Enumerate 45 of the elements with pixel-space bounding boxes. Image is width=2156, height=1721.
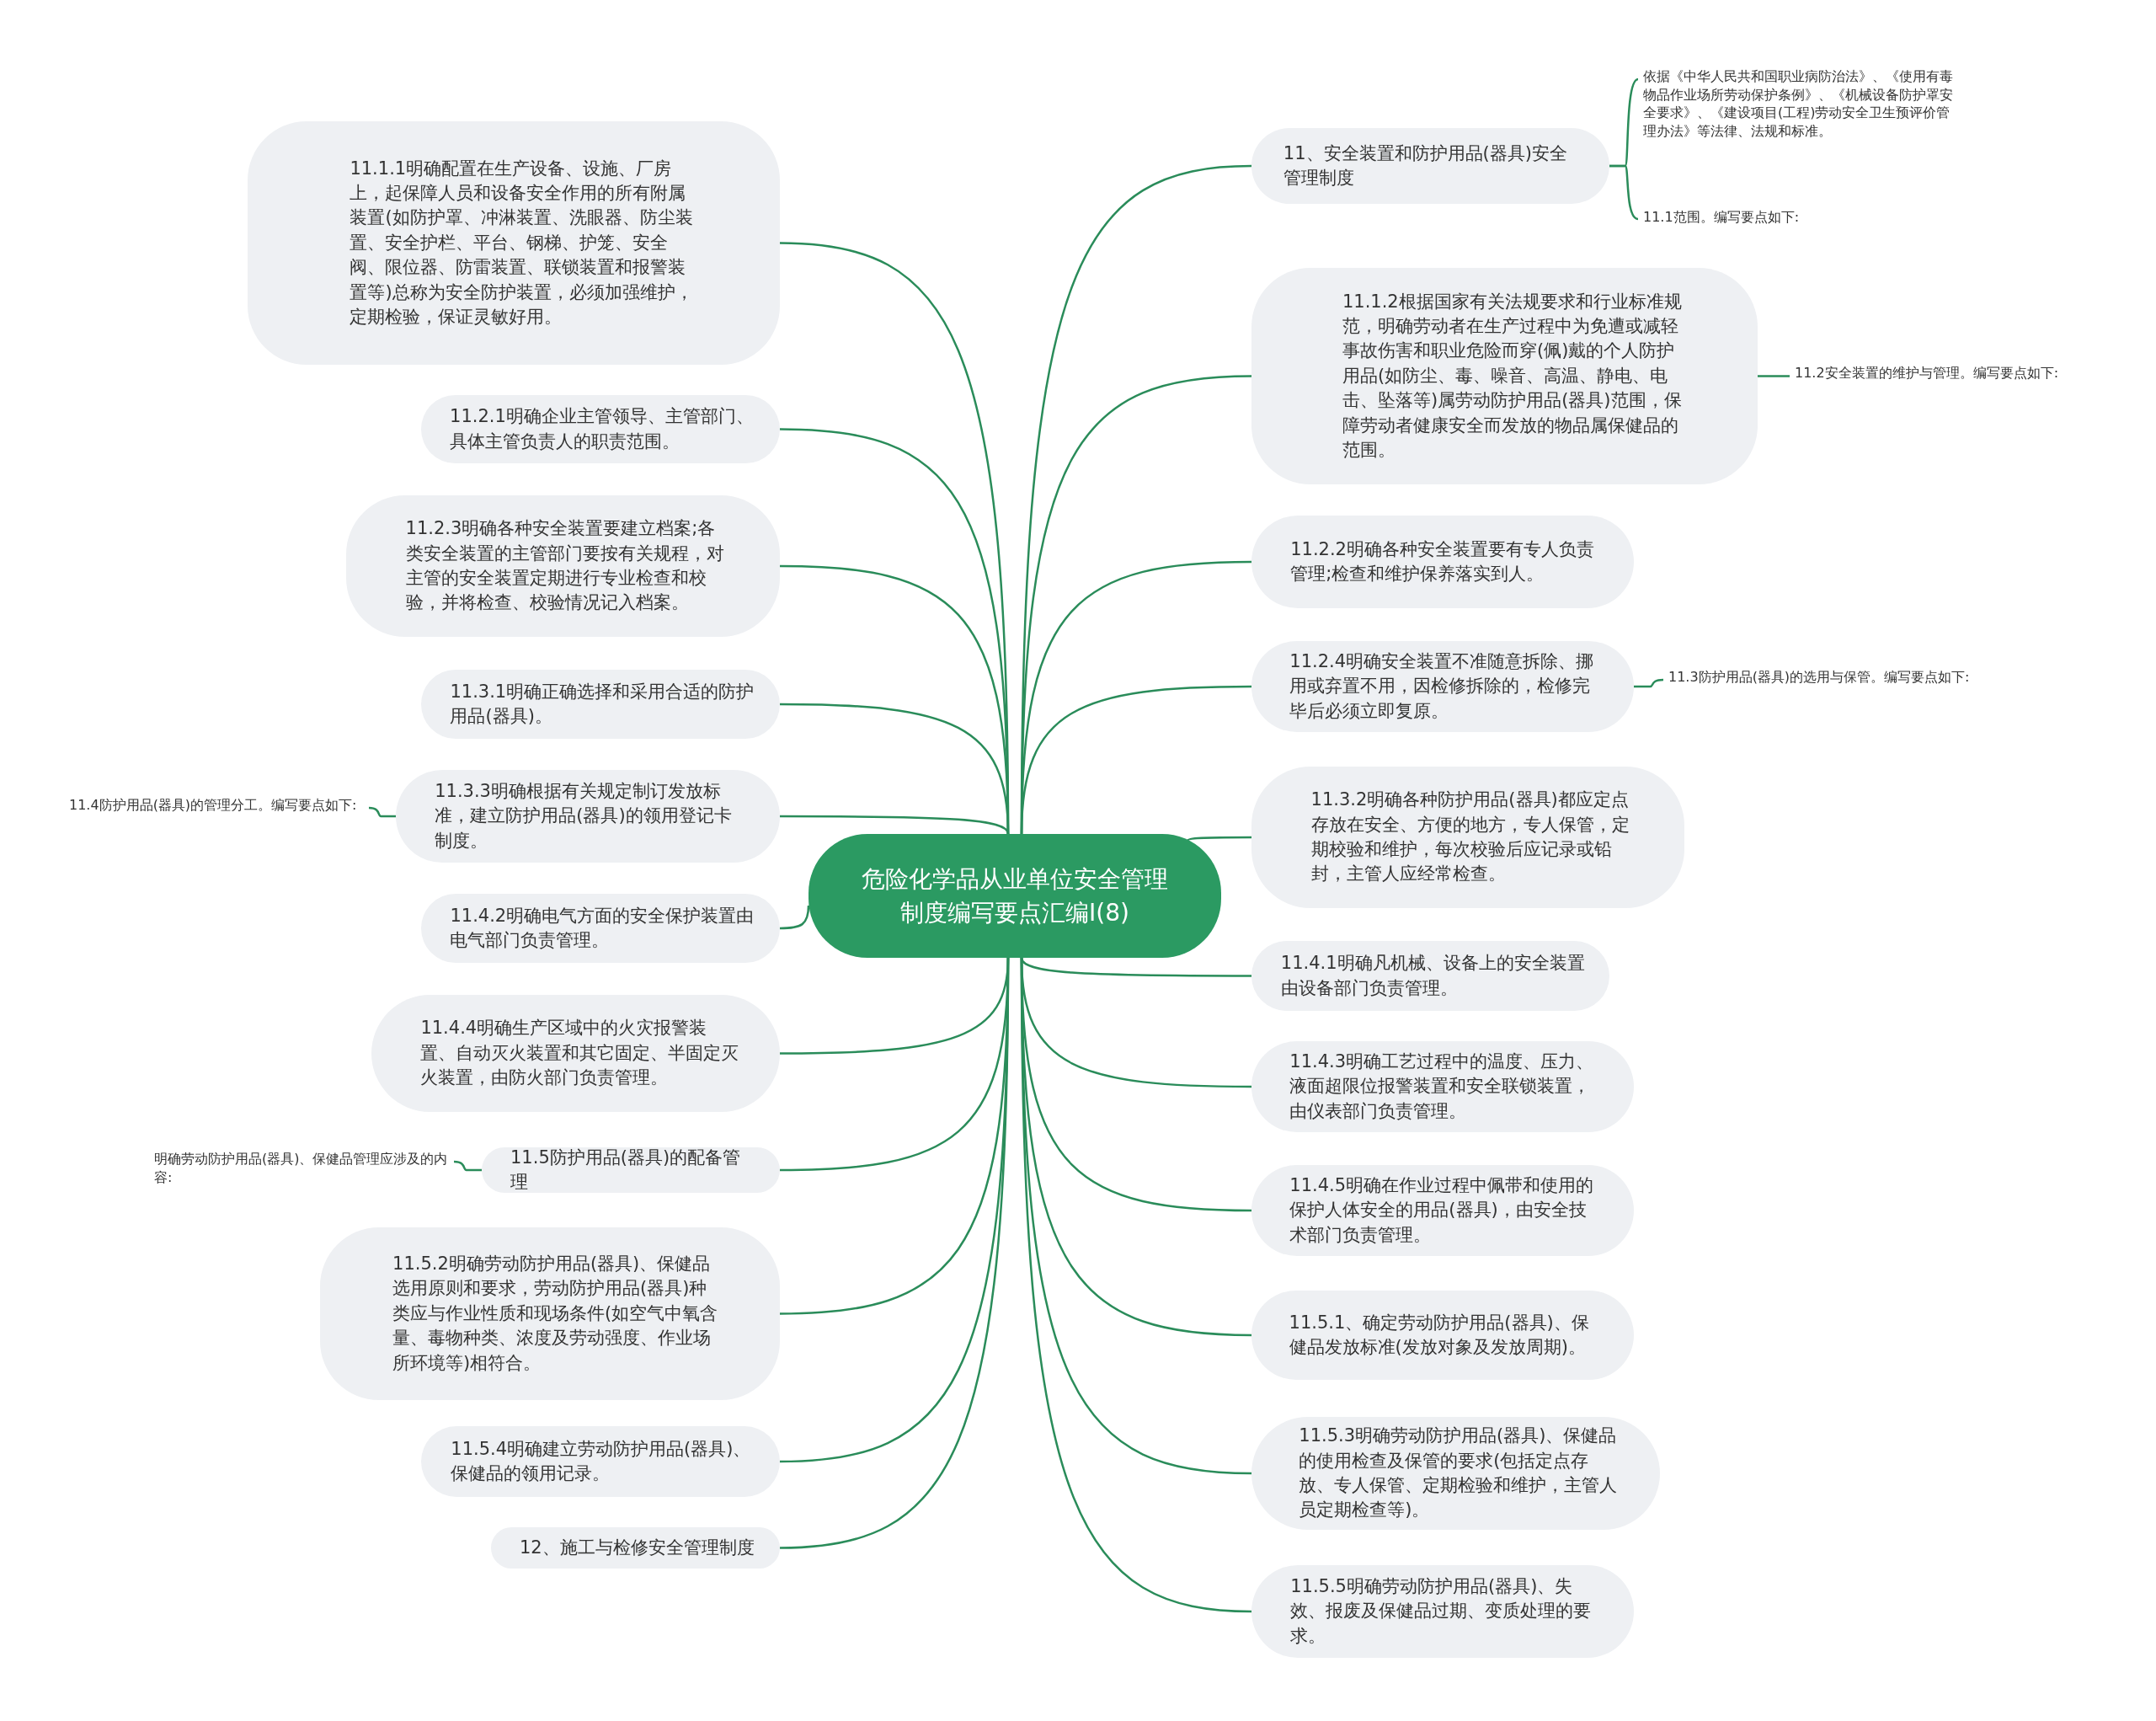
topic-box (320, 1227, 780, 1400)
topic-text: 11.2.2明确各种安全装置要有专人负责管理;检查和维护保养落实到人。 (1290, 537, 1595, 585)
topic-text: 11.2.1明确企业主管领导、主管部门、具体主管负责人的职责范围。 (450, 405, 755, 453)
topic-text: 危险化学品从业单位安全管理制度编写要点汇编Ⅰ(8) (861, 864, 1169, 928)
topic-text: 11.4.2明确电气方面的安全保护装置由电气部门负责管理。 (450, 904, 755, 952)
branch-line (1020, 685, 1251, 835)
topic-text: 11.3.1明确正确选择和采用合适的防护用品(器具)。 (450, 680, 755, 728)
note-text: 11.1范围。编写要点如下: (1643, 208, 1799, 227)
topic-box (248, 121, 780, 365)
topic-text: 11.5.4明确建立劳动防护用品(器具)、保健品的领用记录。 (451, 1437, 752, 1485)
note-text: 明确劳动防护用品(器具)、保健品管理应涉及的内容: (154, 1150, 449, 1187)
topic-text: 11.3.3明确根据有关规定制订发放标准，建立防护用品(器具)的领用登记卡制度。 (435, 779, 733, 852)
connector-line (1609, 164, 1639, 221)
topic-text: 11.5.1、确定劳动防护用品(器具)、保健品发放标准(发放对象及发放周期)。 (1289, 1311, 1590, 1359)
topic-text: 11.4.3明确工艺过程中的温度、压力、液面超限位报警装置和安全联锁装置，由仪表部门负责管理。 (1289, 1050, 1595, 1123)
connector-line (1758, 375, 1790, 377)
topic-text: 12、施工与检修安全管理制度 (520, 1536, 755, 1559)
branch-line (780, 906, 810, 930)
topic-box (491, 1527, 780, 1569)
topic-text: 11.5.5明确劳动防护用品(器具)、失效、报废及保健品过期、变质处理的要求。 (1290, 1574, 1593, 1648)
topic-text: 11、安全装置和防护用品(器具)安全管理制度 (1283, 142, 1568, 190)
connector-line (368, 806, 396, 818)
topic-text: 11.5.2明确劳动防护用品(器具)、保健品选用原则和要求，劳动防护用品(器具)种类应与作业性质和现场条件(如空气中氧含量、毒物种类、浓度及劳动强度、作业场所环境等)相符合。 (392, 1253, 719, 1375)
topic-text: 11.5.3明确劳动防护用品(器具)、保健品的使用检查及保管的要求(包括定点存放、专人保管、定期检验和维护，主管人员定期检查等)。 (1299, 1424, 1619, 1522)
connector-line (453, 1160, 482, 1172)
topic-text: 11.4.4明确生产区域中的火灾报警装置、自动灭火装置和其它固定、半固定灭火装置，由防火部门负责管理。 (420, 1017, 740, 1090)
branch-line (1020, 958, 1252, 1613)
note-text: 11.2安全装置的维护与管理。编写要点如下: (1795, 364, 2058, 382)
topic-text: 11.4.1明确凡机械、设备上的安全装置由设备部门负责管理。 (1280, 952, 1586, 1000)
branch-line (1187, 836, 1251, 842)
connector-line (1634, 678, 1664, 688)
branch-line (780, 815, 1010, 835)
topic-text: 11.2.4明确安全装置不准随意拆除、挪用或弃置不用，因检修拆除的，检修完毕后必须立即复原。 (1289, 649, 1595, 723)
topic-text: 11.5防护用品(器具)的配备管理 (510, 1146, 742, 1194)
note-text: 11.4防护用品(器具)的管理分工。编写要点如下: (69, 796, 357, 815)
topic-box (1251, 268, 1758, 484)
note-text: 11.3防护用品(器具)的选用与保管。编写要点如下: (1668, 668, 1970, 687)
topic-text: 11.1.2根据国家有关法规要求和行业标准规范，明确劳动者在生产过程中为免遭或减轻事故伤害和职业危险而穿(佩)戴的个人防护用品(如防尘、毒、噪音、高温、静电、电击、坠落等)属劳动防护用品(器具)范围，保障劳动者健康安全而发放的物品属保健品的范围。 (1342, 290, 1683, 462)
topic-text: 11.2.3明确各种安全装置要建立档案;各类安全装置的主管部门要按有关规程，对主管的安全装置定期进行专业检查和校验，并将检查、校验情况记入档案。 (405, 517, 725, 615)
topic-text: 11.1.1明确配置在生产设备、设施、厂房上，起保障人员和设备安全作用的所有附属装置(如防护罩、冲淋装置、洗眼器、防尘装置、安全护栏、平台、钢梯、护笼、安全阀、限位器、防雷装置、联锁装置和报警装置等)总称为安全防护装置，必须加强维护，定期检验，保证灵敏好用。 (350, 157, 694, 329)
note-text: 依据《中华人民共和国职业病防治法》、《使用有毒物品作业场所劳动保护条例》、《机械设备防护罩安全要求》、《建设项目(工程)劳动安全卫生预评价管理办法》等法律、法规和标准。 (1643, 67, 1954, 141)
topic-box (482, 1147, 780, 1193)
branch-line (1020, 957, 1251, 977)
topic-text: 11.4.5明确在作业过程中佩带和使用的保护人体安全的用品(器具)，由安全技术部门负责管理。 (1289, 1173, 1595, 1247)
topic-text: 11.3.2明确各种防护用品(器具)都应定点存放在安全、方便的地方，专人保管，定期校验和维护，每次校验后应记录或铅封，主管人应经常检查。 (1310, 788, 1630, 886)
